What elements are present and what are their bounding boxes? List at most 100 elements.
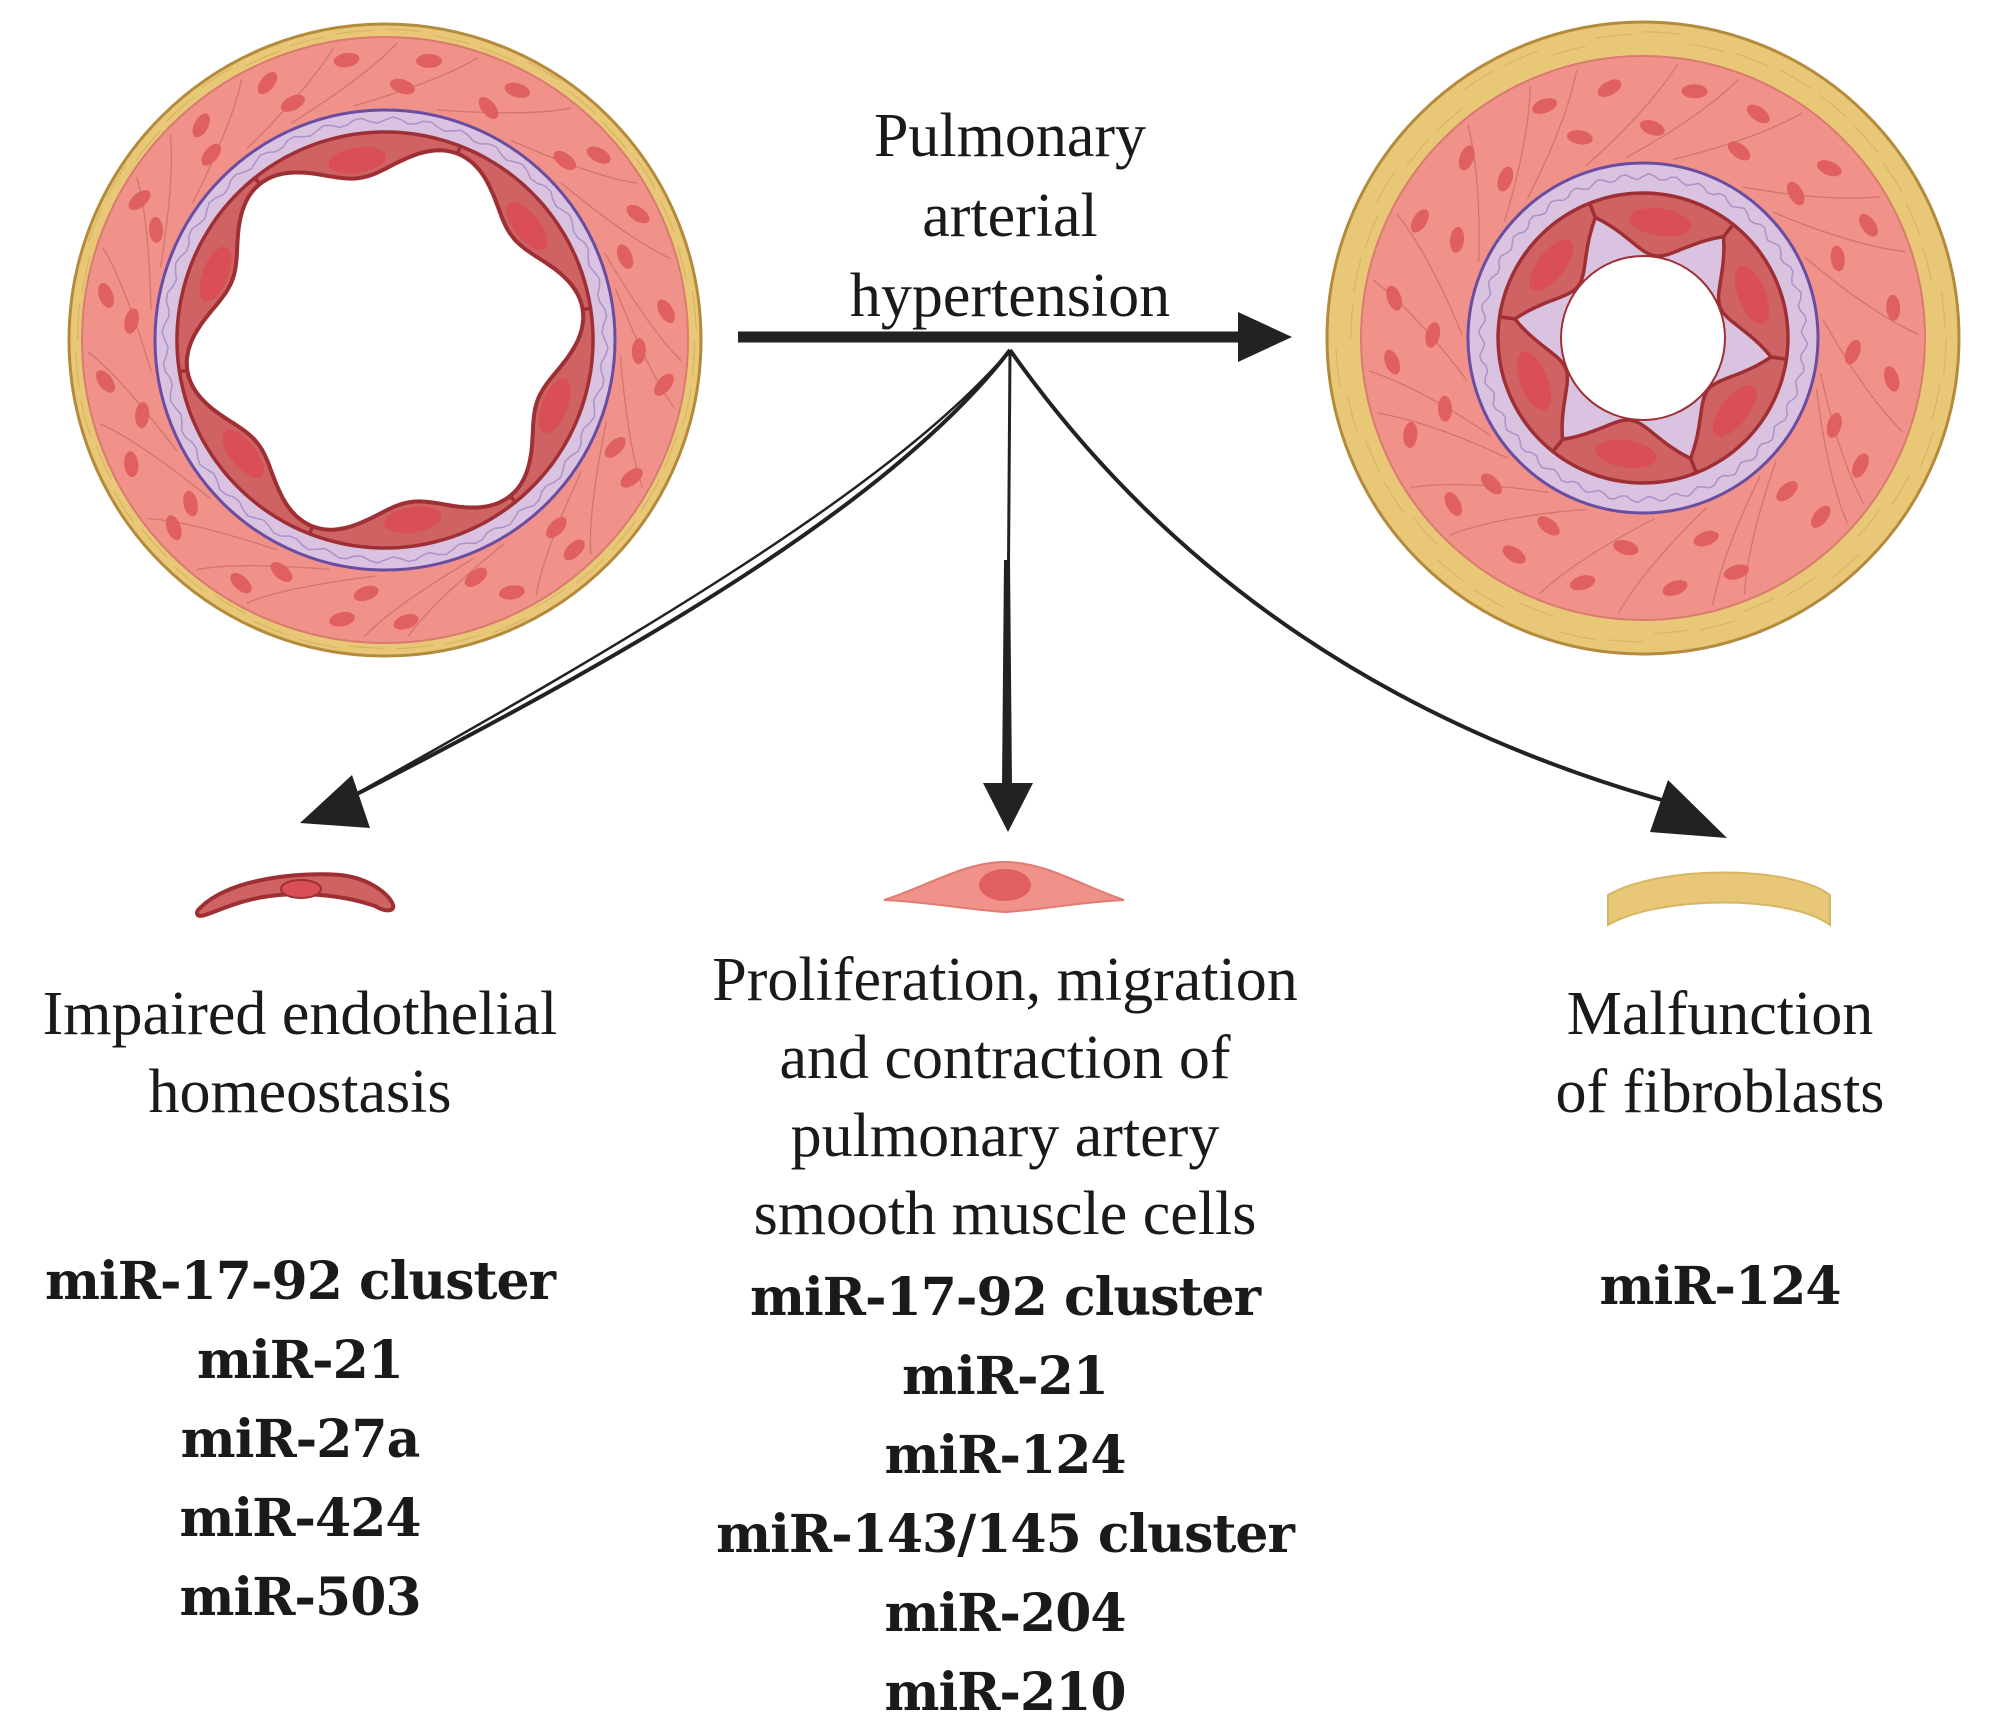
smooth-muscle-nucleus — [1830, 245, 1845, 272]
media-fiber — [1526, 69, 1578, 200]
mirna-item: miR-124 — [884, 1425, 1126, 1486]
smooth-muscle-nucleus — [464, 567, 488, 587]
smooth-muscle-nucleus — [416, 53, 443, 68]
adventitia-fiber — [479, 47, 515, 62]
media-fiber — [136, 176, 152, 310]
smooth-muscle-nucleus — [1497, 166, 1514, 192]
adventitia-fiber — [142, 529, 168, 559]
smooth-muscle-nucleus — [393, 613, 419, 630]
media-fiber — [407, 543, 505, 637]
endothelial-nucleus — [328, 146, 387, 174]
adventitia-fiber — [1364, 214, 1379, 248]
smooth-muscle-nucleus — [1826, 412, 1842, 439]
adventitia-fiber — [1854, 126, 1879, 154]
title-line: hypertension — [849, 262, 1171, 330]
smooth-muscle-nucleus — [1786, 181, 1805, 206]
smooth-muscle-nucleus — [1481, 473, 1502, 495]
media-fiber — [589, 422, 607, 555]
smooth-muscle-nucleus — [201, 143, 221, 166]
media-fiber — [363, 558, 474, 637]
branch-arrow-left — [300, 348, 1012, 828]
adventitia-fiber — [1473, 589, 1506, 609]
smooth-muscle-nucleus — [270, 562, 293, 582]
smooth-muscle-nucleus — [657, 299, 676, 324]
smooth-muscle-nucleus — [1449, 226, 1465, 253]
branch-arrow-center — [983, 349, 1033, 832]
smooth-muscle-nucleus — [1816, 160, 1842, 177]
smooth-muscle-nucleus — [1810, 505, 1831, 528]
adventitia-fiber — [640, 479, 660, 512]
smooth-muscle-nucleus — [1693, 530, 1719, 547]
adventitia-fiber — [1383, 481, 1404, 513]
adventitia-fiber — [1922, 246, 1933, 282]
adventitia-fiber — [534, 587, 566, 609]
adventitia-fiber — [1653, 629, 1690, 635]
media-fiber — [1538, 518, 1656, 595]
media-fiber — [1822, 319, 1903, 433]
mirna-item: miR-21 — [902, 1346, 1109, 1407]
media-fiber — [159, 134, 173, 268]
endothelial-nucleus — [1629, 207, 1691, 237]
adventitia-fiber — [174, 566, 204, 591]
adventitia-fiber — [1503, 50, 1539, 67]
media-fiber — [1410, 483, 1549, 493]
fibroblast-heading: Malfunction of fibroblasts — [1450, 975, 1990, 1131]
adventitia-fiber — [348, 645, 386, 649]
adventitia-fiber — [75, 351, 80, 389]
adventitia-fiber — [113, 490, 135, 523]
adventitia-fiber — [1335, 349, 1341, 387]
endothelial-nucleus — [199, 246, 232, 302]
adventitia-fiber — [1462, 70, 1495, 91]
smooth-muscle-nucleus — [626, 204, 650, 224]
media-fiber — [87, 351, 178, 452]
smooth-muscle-nucleus — [1662, 580, 1688, 596]
media-fiber — [1804, 256, 1920, 336]
endothelial-nucleus — [1517, 351, 1552, 411]
mirna-item: miR-27a — [180, 1409, 421, 1470]
smooth-muscle-nucleus — [124, 308, 140, 334]
adventitia-fiber — [200, 66, 234, 88]
endothelial-nucleus — [1734, 265, 1769, 325]
smooth-muscle-nucleus — [165, 515, 182, 541]
normal-artery-cross-section — [67, 22, 703, 658]
adventitia-fiber — [611, 521, 636, 551]
smooth-muscle-nucleus — [1502, 545, 1526, 564]
heading-line: Malfunction — [1566, 980, 1874, 1048]
smooth-muscle-nucleus — [1858, 213, 1878, 237]
endothelial-nucleus — [538, 378, 571, 434]
media-fiber — [1772, 211, 1906, 253]
media-fiber — [1743, 460, 1777, 595]
adventitia-fiber — [1436, 107, 1464, 132]
endothelial-nucleus — [506, 202, 548, 251]
smooth-muscle-nucleus — [329, 611, 355, 627]
adventitia-fiber — [1743, 597, 1776, 613]
vessel-lumen — [184, 148, 586, 532]
main-transition-arrow — [738, 312, 1292, 362]
adventitia-fiber — [1891, 473, 1911, 506]
smooth-muscle-nucleus — [604, 437, 626, 458]
endothelial-nucleus — [1529, 239, 1574, 291]
media-fiber — [246, 47, 335, 149]
endothelial-nucleus — [222, 429, 264, 478]
mirna-item: miR-503 — [179, 1567, 421, 1628]
heading-line: Proliferation, migration — [712, 946, 1298, 1014]
smooth-muscle-nucleus — [1569, 575, 1596, 591]
endothelial-nucleus — [383, 506, 442, 534]
heading-line: smooth muscle cells — [753, 1180, 1257, 1248]
smooth-muscle-nucleus — [553, 150, 577, 171]
adventitia-fiber — [676, 244, 688, 281]
adventitia-fiber — [1819, 94, 1848, 119]
heading-line: and contraction of — [779, 1024, 1231, 1092]
mirna-item: miR-143/145 cluster — [716, 1504, 1295, 1565]
smooth-muscle-nucleus — [353, 585, 379, 602]
adventitia-fiber — [105, 165, 127, 199]
heading-line: pulmonary artery — [790, 1102, 1220, 1170]
adventitia-fiber — [662, 434, 678, 470]
smooth-muscle-nucleus — [1776, 481, 1798, 502]
smooth-muscle-nucleus — [1639, 119, 1665, 136]
adventitia-fiber — [95, 445, 112, 480]
media-fiber — [1449, 508, 1586, 536]
mirna-item: miR-210 — [884, 1662, 1126, 1723]
smooth-muscle-nucleus — [98, 283, 114, 308]
adventitia-fiber — [1931, 384, 1941, 421]
